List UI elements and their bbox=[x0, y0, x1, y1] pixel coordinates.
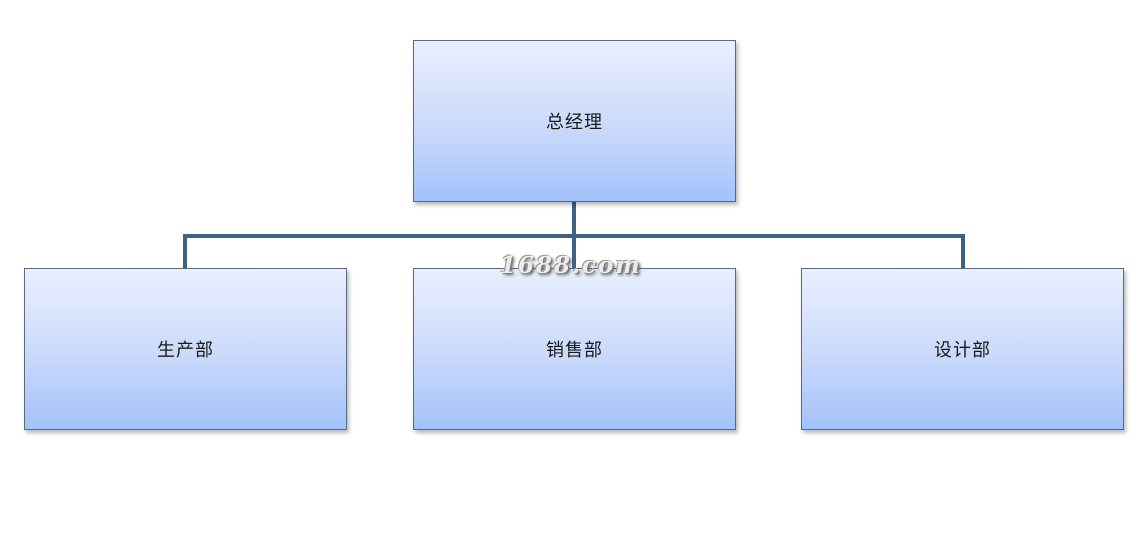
node-design-dept[interactable]: 设计部 bbox=[801, 268, 1124, 430]
node-sales-dept-label: 销售部 bbox=[546, 340, 603, 361]
node-sales-dept[interactable]: 销售部 bbox=[413, 268, 736, 430]
node-design-dept-label: 设计部 bbox=[934, 340, 991, 361]
node-production-dept[interactable]: 生产部 bbox=[24, 268, 347, 430]
node-general-manager[interactable]: 总经理 bbox=[413, 40, 736, 202]
node-production-dept-label: 生产部 bbox=[157, 340, 214, 361]
node-general-manager-label: 总经理 bbox=[546, 112, 603, 133]
